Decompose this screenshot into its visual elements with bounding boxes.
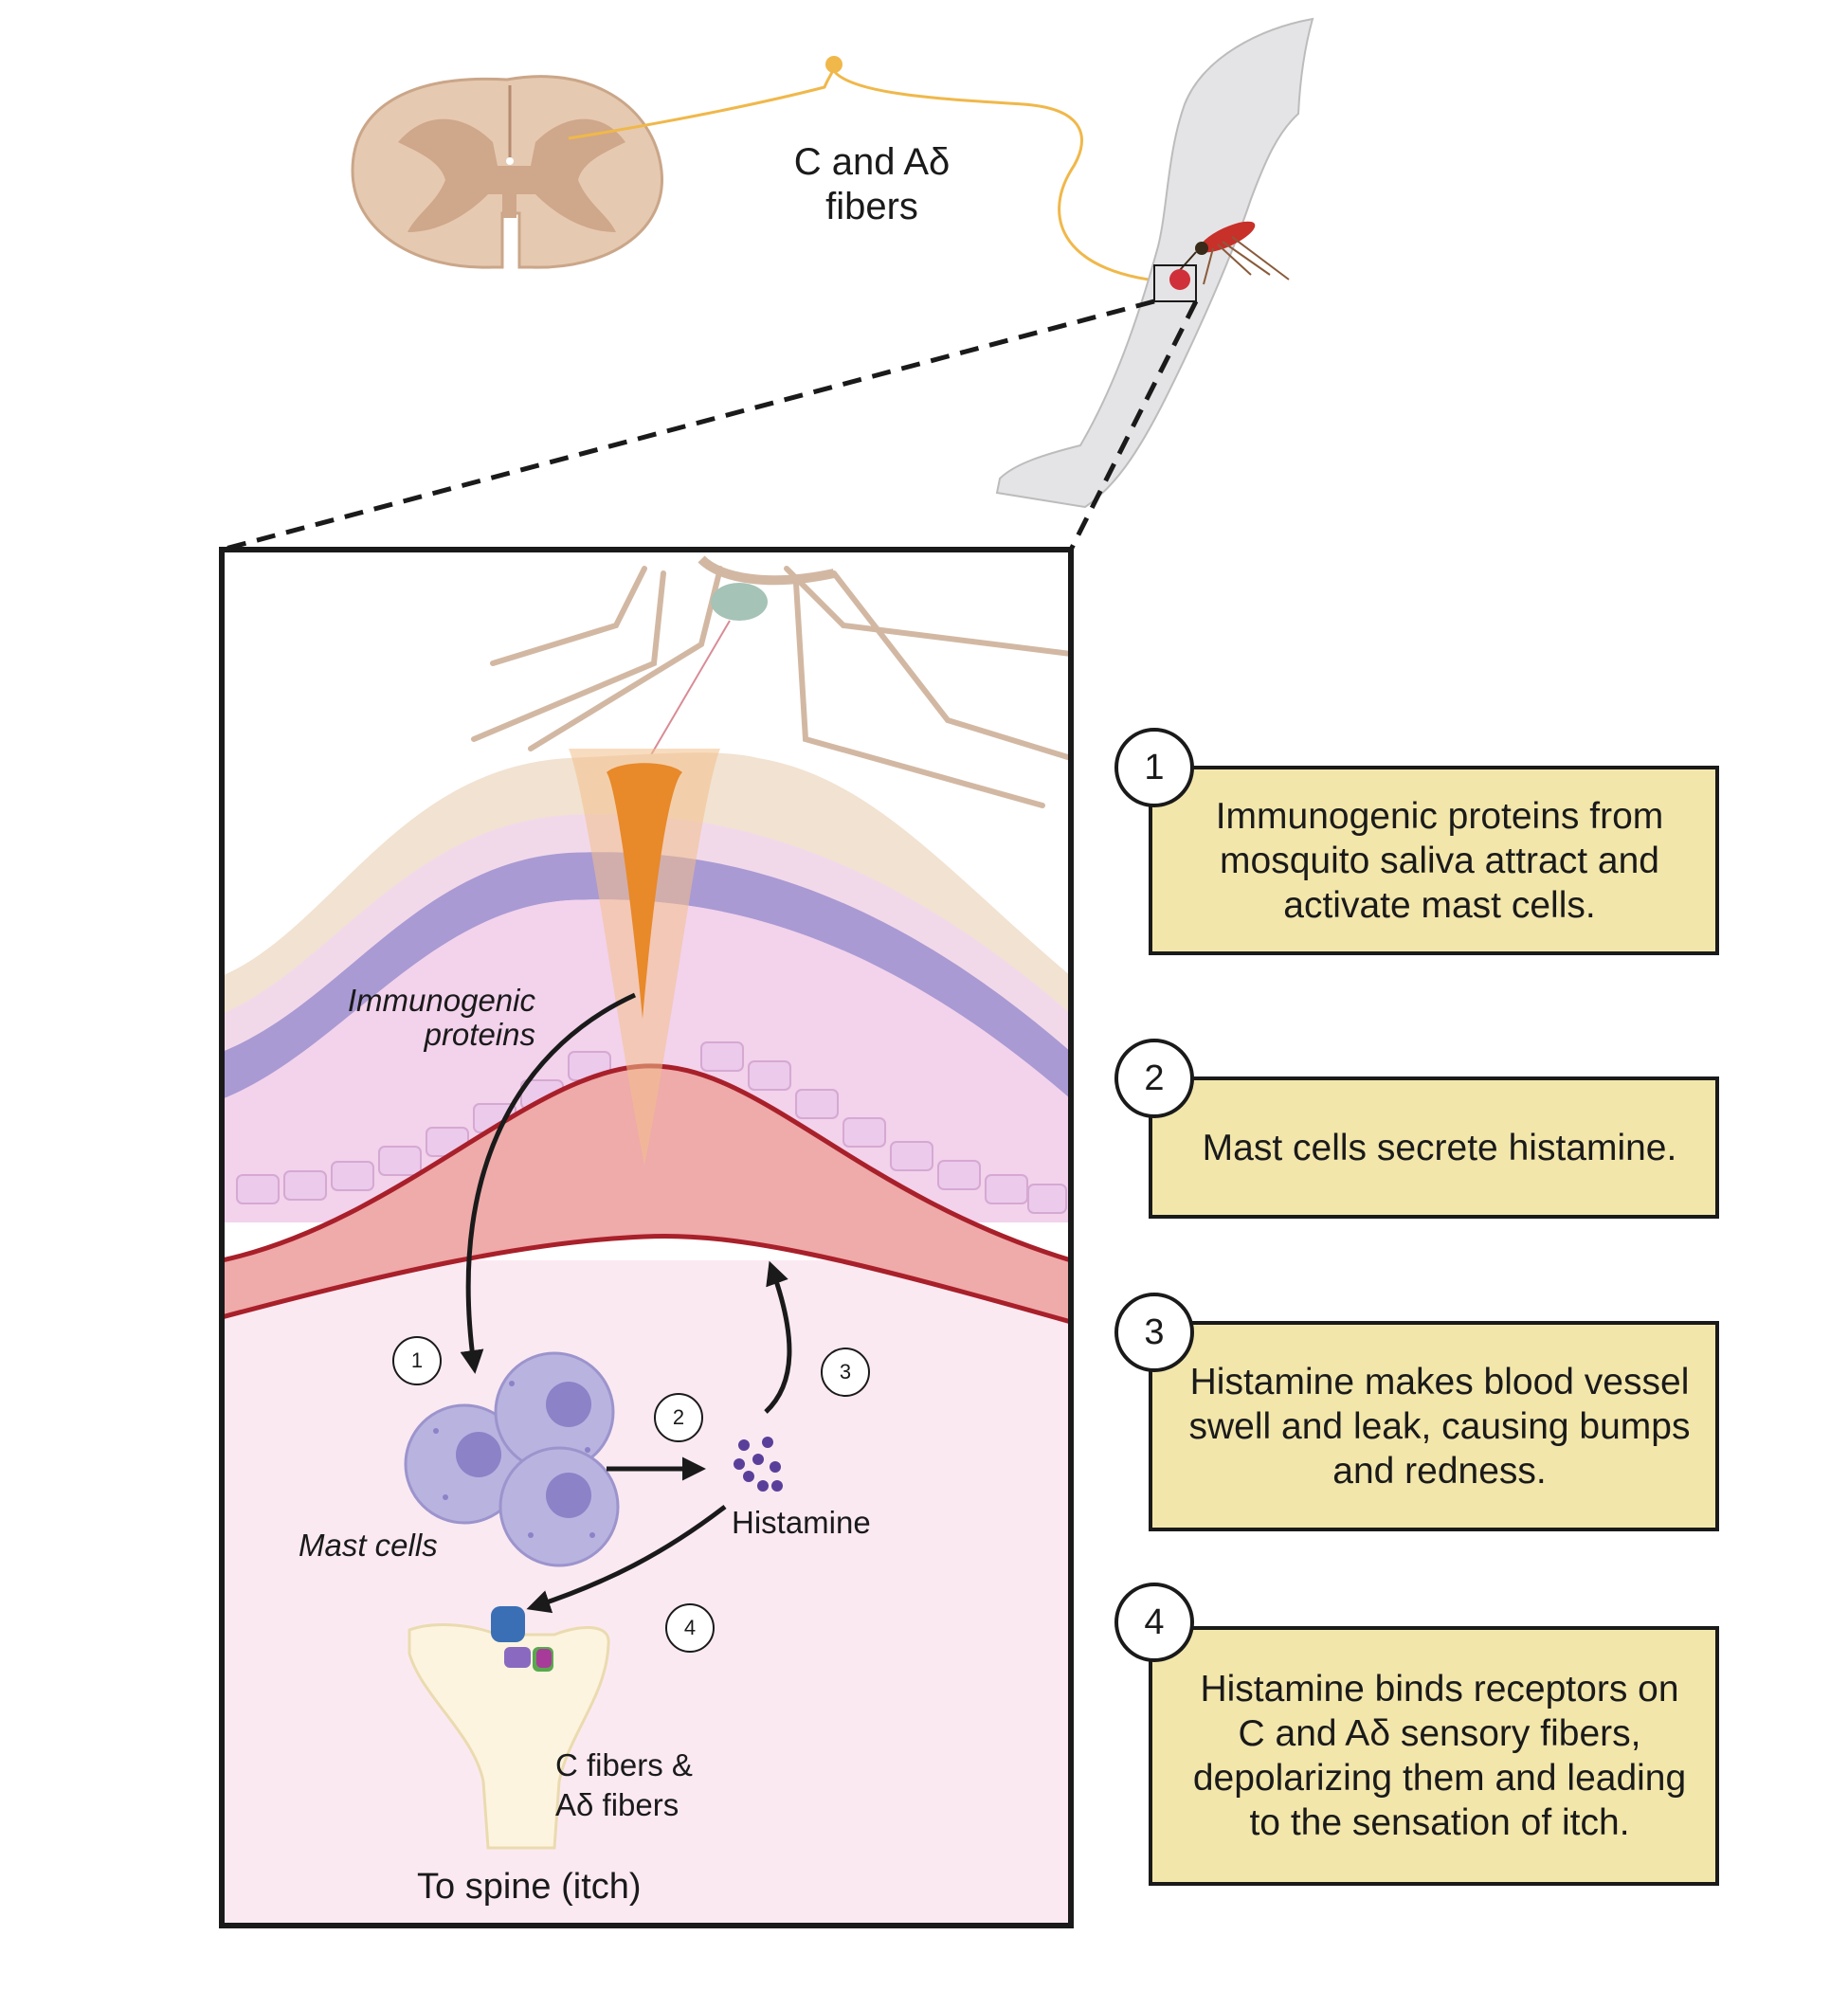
spinal-cord-section (351, 75, 663, 269)
step-text-3: Histamine makes blood vessel swell and l… (1188, 1361, 1691, 1492)
arm (995, 17, 1314, 509)
immunogenic-proteins-label: Immunogenic proteins (332, 984, 535, 1052)
fibers-label-line2: Aδ fibers (555, 1787, 679, 1822)
step-box-1: Immunogenic proteins from mosquito saliv… (1149, 766, 1719, 955)
fiber-label: C and Aδ fibers (730, 140, 1014, 229)
skin-cross-section (222, 550, 1071, 1926)
step-number-4: 4 (1114, 1583, 1194, 1662)
fibers-label-line1: C fibers & (555, 1747, 693, 1782)
fiber-label-line2: fibers (825, 186, 918, 227)
to-spine-label: To spine (itch) (417, 1867, 642, 1907)
step-box-4: Histamine binds receptors on C and Aδ se… (1149, 1626, 1719, 1886)
step-box-3: Histamine makes blood vessel swell and l… (1149, 1321, 1719, 1531)
fibers-label: C fibers & Aδ fibers (555, 1746, 693, 1825)
marker-1: 1 (392, 1336, 442, 1385)
histamine-dots (734, 1437, 783, 1492)
step-number-3: 3 (1114, 1293, 1194, 1372)
step-text-2: Mast cells secrete histamine. (1202, 1127, 1677, 1168)
step-text-1: Immunogenic proteins from mosquito saliv… (1215, 795, 1664, 926)
histamine-label: Histamine (732, 1505, 871, 1540)
mast-cells-cluster (404, 1351, 620, 1567)
step-number-1: 1 (1114, 728, 1194, 807)
marker-4: 4 (665, 1603, 715, 1653)
marker-3: 3 (821, 1348, 870, 1397)
immunogenic-label-line1: Immunogenic (347, 983, 535, 1018)
histamine-receptor (491, 1606, 553, 1672)
fiber-label-line1: C and Aδ (793, 141, 951, 183)
step-text-4: Histamine binds receptors on C and Aδ se… (1192, 1669, 1687, 1843)
afferent-fiber (568, 56, 1176, 284)
immunogenic-label-line2: proteins (424, 1017, 535, 1052)
step-box-2: Mast cells secrete histamine. (1149, 1076, 1719, 1219)
mosquito-small (1153, 221, 1290, 302)
marker-2: 2 (654, 1393, 703, 1442)
nerve-ending (408, 1623, 610, 1850)
step-number-2: 2 (1114, 1039, 1194, 1118)
mast-cells-label: Mast cells (299, 1528, 438, 1563)
